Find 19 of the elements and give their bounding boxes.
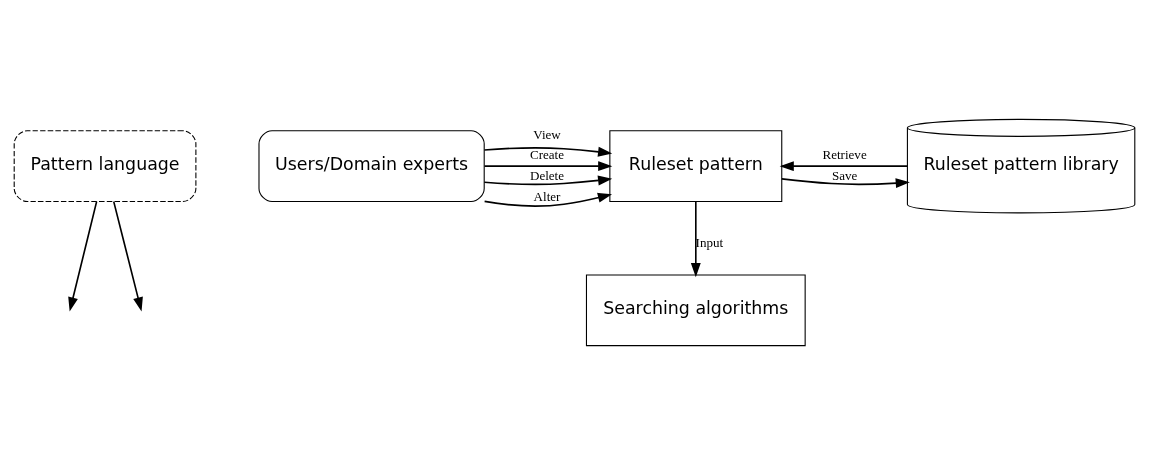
node-box: Ruleset pattern [609,130,783,203]
node-box: Searching algorithms [585,274,806,347]
arrow [690,200,701,278]
arrow [781,178,910,189]
edge-label: Create [530,147,565,163]
edge-label: Alter [533,188,561,204]
node-box: Users/Domain experts [258,130,485,203]
edge-label: Retrieve [822,147,867,163]
arrow [779,161,909,172]
arrow [483,192,613,207]
node-box: Pattern language [13,130,197,203]
arrow [483,146,613,157]
arrow [483,175,613,186]
edge-label: Delete [530,167,565,183]
arrow [483,161,613,172]
edge-label: Save [831,167,858,183]
edge-label: View [533,126,561,142]
arrow [68,200,98,312]
arrow [112,200,143,312]
